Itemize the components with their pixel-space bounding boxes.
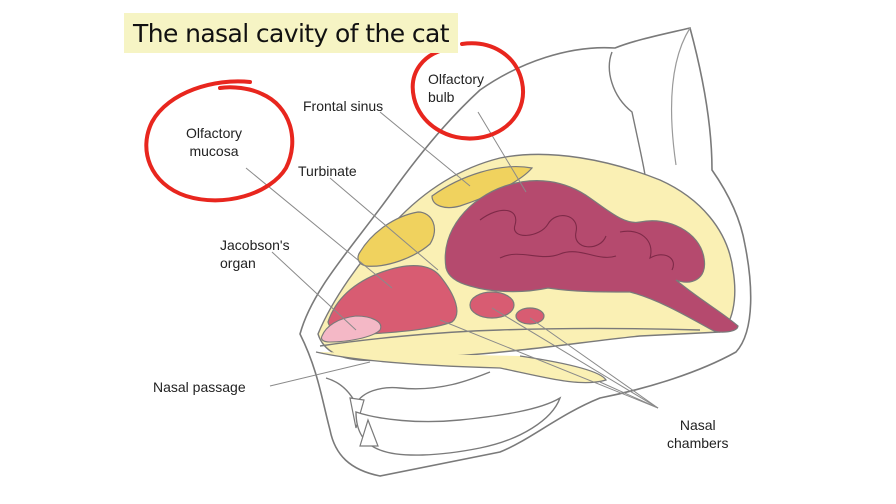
frontal-sinus-upper	[431, 166, 534, 209]
leader-lines	[245, 111, 659, 409]
highlight-circle-bulb	[410, 41, 526, 141]
leader-nasal-passage	[269, 361, 371, 387]
label-olfactory-bulb: Olfactory bulb	[428, 71, 485, 105]
palate-line	[319, 327, 701, 347]
label-olfactory-mucosa: Olfactory mucosa	[186, 125, 243, 159]
lower-jaw	[355, 396, 562, 456]
highlight-circles	[144, 41, 526, 203]
leader-frontal-sinus	[379, 111, 471, 187]
label-jacobsons-organ: Jacobson's organ	[220, 237, 290, 271]
nasal-chamber-1	[469, 291, 515, 319]
highlight-circle-mucosa	[144, 79, 295, 203]
leader-jacobson	[271, 251, 357, 331]
leader-mucosa	[245, 167, 393, 289]
label-nasal-passage: Nasal passage	[153, 379, 246, 395]
label-nasal-chambers: Nasal chambers	[667, 417, 729, 451]
leader-turbinate	[329, 177, 439, 271]
upper-lip	[325, 371, 491, 406]
jacobsons-organ-shape	[320, 315, 382, 343]
nasal-passage-band	[315, 351, 607, 384]
leader-chamber-4	[439, 319, 659, 409]
fang-lower	[359, 418, 379, 447]
diagram-title: The nasal cavity of the cat	[124, 13, 458, 53]
leader-chamber-1	[491, 307, 659, 409]
frontal-sinus-lower	[357, 211, 435, 267]
nasal-chamber-2	[515, 307, 545, 325]
label-turbinate: Turbinate	[298, 163, 357, 179]
label-frontal-sinus: Frontal sinus	[303, 98, 384, 114]
brain-olfactory-bulb	[444, 180, 739, 333]
brain-folds	[479, 209, 674, 271]
ear-front-line	[671, 27, 691, 166]
leader-chamber-2	[529, 317, 659, 409]
leader-bulb	[477, 111, 527, 193]
